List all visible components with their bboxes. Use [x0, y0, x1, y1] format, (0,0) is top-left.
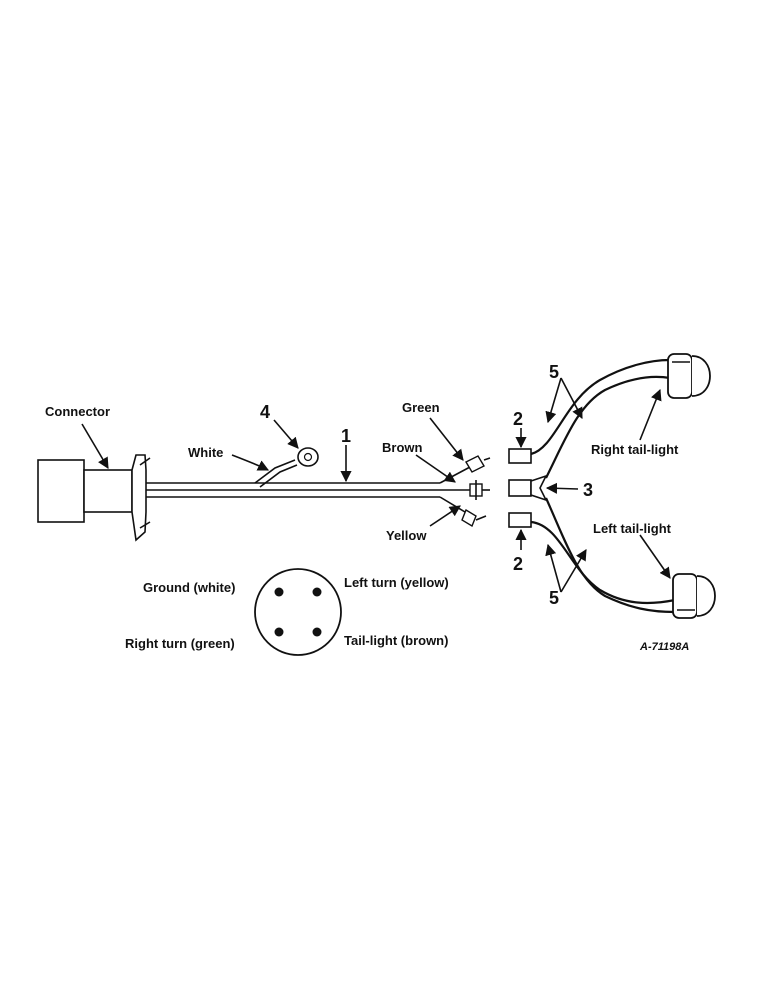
ground-eyelet — [297, 447, 319, 467]
label-white: White — [188, 445, 223, 460]
connector — [37, 454, 151, 542]
callout-2-bottom: 2 — [513, 554, 523, 574]
label-left-tail-light: Left tail-light — [593, 521, 672, 536]
wire-terminals — [461, 455, 491, 528]
leader-lines — [81, 377, 671, 593]
label-green: Green — [402, 400, 440, 415]
label-yellow: Yellow — [386, 528, 427, 543]
pin-left-turn — [312, 587, 322, 597]
right-tail-light-lamp — [667, 353, 711, 399]
y-connector — [508, 474, 548, 502]
pin-tail-light — [312, 627, 322, 637]
figure-code: A-71198A — [639, 641, 689, 653]
callout-2-top: 2 — [513, 409, 523, 429]
legend-right-turn: Right turn (green) — [125, 636, 235, 651]
legend-tail-light: Tail-light (brown) — [344, 633, 448, 648]
legend-left-turn: Left turn (yellow) — [344, 575, 449, 590]
harness-cable — [146, 459, 472, 516]
label-right-tail-light: Right tail-light — [591, 442, 679, 457]
legend-ground: Ground (white) — [143, 580, 235, 595]
callout-5-top: 5 — [549, 362, 559, 382]
label-brown: Brown — [382, 440, 423, 455]
tail-light-leads — [530, 358, 676, 614]
pin-layout-diagram — [254, 568, 342, 656]
pin-ground — [274, 587, 284, 597]
label-connector: Connector — [45, 404, 110, 419]
bullet-plugs — [508, 448, 532, 528]
callout-1: 1 — [341, 426, 351, 446]
left-tail-light-lamp — [672, 573, 716, 619]
pin-right-turn — [274, 627, 284, 637]
callout-5-bottom: 5 — [549, 588, 559, 608]
callout-4: 4 — [260, 402, 270, 422]
callout-3: 3 — [583, 480, 593, 500]
